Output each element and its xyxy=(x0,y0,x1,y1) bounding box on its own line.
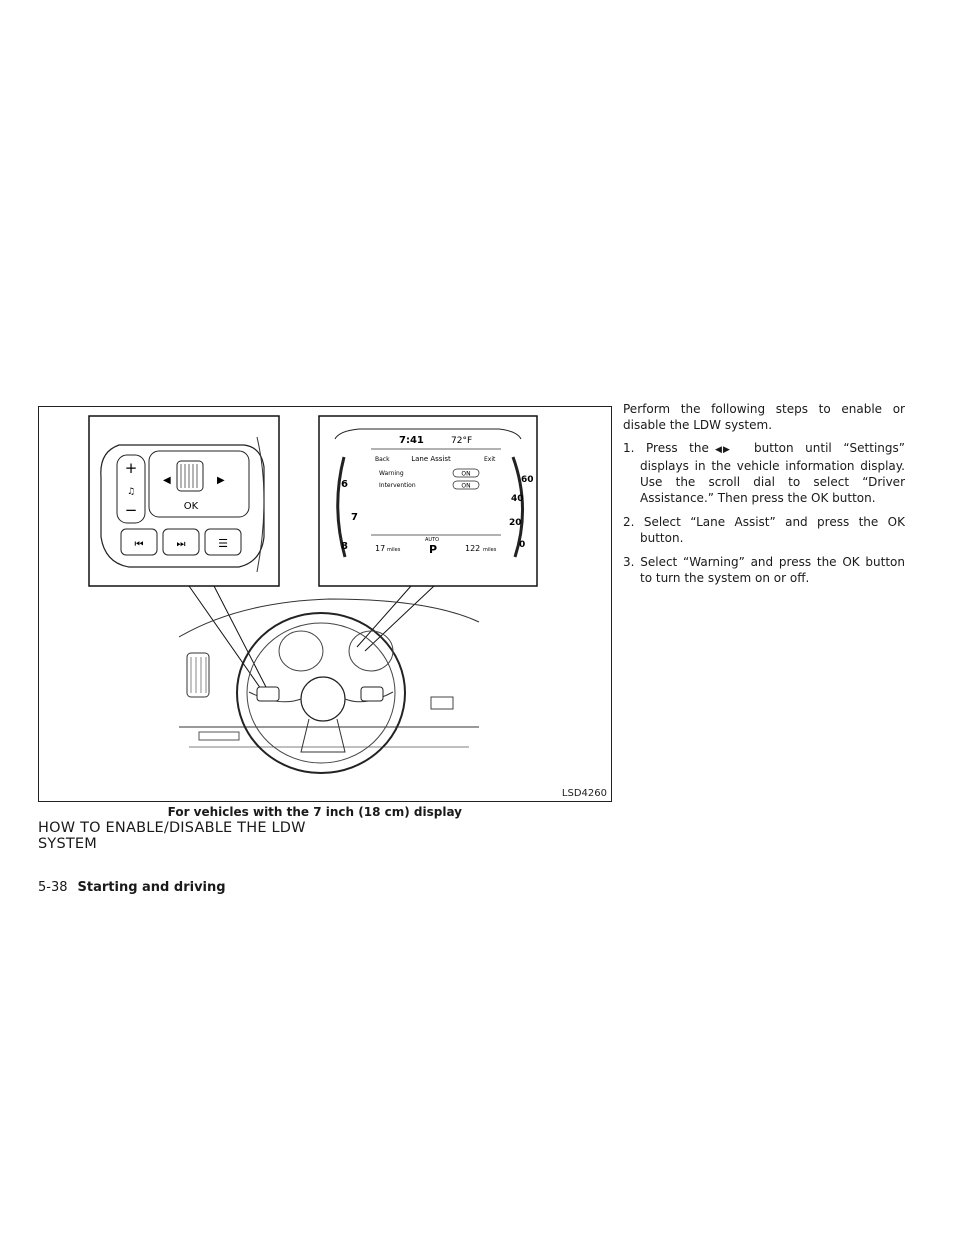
tachometer-arc xyxy=(336,456,347,558)
volume-plus-label: + xyxy=(125,459,138,477)
display-back-label: Back xyxy=(375,456,390,463)
speed-mark-0: 0 xyxy=(519,540,525,550)
switch-pointer-left xyxy=(188,585,262,690)
instructions-column: Perform the following steps to enable or… xyxy=(623,401,905,594)
tach-mark-8: 8 xyxy=(341,541,348,552)
menu-list-icon: ☰ xyxy=(218,537,228,550)
display-exit-label: Exit xyxy=(484,456,496,463)
figure-id: LSD4260 xyxy=(561,788,607,799)
menu-button xyxy=(204,528,242,556)
speed-mark-60: 60 xyxy=(521,475,534,485)
wheel-edge-line xyxy=(256,436,265,573)
step-1: 1. Press the ◀▶ button until “Settings” … xyxy=(623,440,905,506)
display-row-intervention: Intervention xyxy=(379,482,416,489)
section-title: HOW TO ENABLE/DISABLE THE LDW SYSTEM xyxy=(38,820,306,852)
air-vent-slats xyxy=(190,657,207,693)
meter-hood-line xyxy=(334,428,522,440)
range-right-value: 122 xyxy=(465,544,480,553)
intervention-toggle-state: ON xyxy=(461,483,470,490)
speedo-hood xyxy=(348,630,394,672)
steering-wheel-inner xyxy=(246,622,396,764)
right-switch-block xyxy=(360,686,384,702)
display-mode: AUTO xyxy=(425,537,439,543)
left-switch-block xyxy=(256,686,280,702)
lower-spoke xyxy=(300,718,346,753)
lower-dash-vent xyxy=(198,731,240,741)
range-left-unit: miles xyxy=(387,547,401,553)
gear-indicator: P xyxy=(429,543,437,556)
display-temp: 72°F xyxy=(451,436,472,446)
range-left-value: 17 xyxy=(375,544,385,553)
left-arrow-icon: ◀ xyxy=(163,475,171,486)
page-number: 5-38 xyxy=(38,880,68,895)
tach-mark-7: 7 xyxy=(351,512,358,523)
steering-switch-figure: + − ♫ ◀ ▶ OK ⏮ ⏭ ☰ 6 7 8 60 40 20 0 7:41… xyxy=(38,406,612,802)
center-console-element xyxy=(430,696,454,710)
chapter-title: Starting and driving xyxy=(77,880,226,895)
step-1-number: 1. xyxy=(623,441,635,455)
air-vent xyxy=(186,652,210,698)
tach-mark-6: 6 xyxy=(341,479,348,490)
prev-track-icon: ⏮ xyxy=(135,539,144,550)
switch-pointer-right xyxy=(213,585,268,690)
right-arrow-icon: ▶ xyxy=(217,475,225,486)
warning-toggle xyxy=(452,468,480,478)
next-track-icon: ⏭ xyxy=(177,539,186,550)
scroll-dial-ridges xyxy=(180,464,198,488)
step-2-number: 2. xyxy=(623,515,635,529)
dashboard-top-line xyxy=(178,598,480,638)
figure-caption: For vehicles with the 7 inch (18 cm) dis… xyxy=(167,805,462,819)
volume-rocker xyxy=(116,454,146,524)
prev-track-button xyxy=(120,528,158,556)
intro-paragraph: Perform the following steps to enable or… xyxy=(623,402,905,432)
figure-illustration: + − ♫ ◀ ▶ OK ⏮ ⏭ ☰ 6 7 8 60 40 20 0 7:41… xyxy=(88,415,538,774)
display-time: 7:41 xyxy=(399,435,424,446)
step-3-text: Select “Warning” and press the OK button… xyxy=(640,555,905,585)
speed-mark-40: 40 xyxy=(511,494,524,504)
intervention-toggle xyxy=(452,480,480,490)
step-1-text-after: button until “Settings” displays in the … xyxy=(640,441,905,505)
tach-hood xyxy=(278,630,324,672)
speedometer-arc xyxy=(511,456,525,558)
meter-pointer-right xyxy=(364,585,435,652)
volume-minus-label: − xyxy=(125,501,138,519)
range-right-unit: miles xyxy=(483,547,497,553)
display-menu-title: Lane Assist xyxy=(411,455,451,463)
speed-mark-20: 20 xyxy=(509,518,522,528)
display-row-warning: Warning xyxy=(379,470,404,477)
next-track-button xyxy=(162,528,200,556)
step-2-text: Select “Lane Assist” and press the OK bu… xyxy=(640,515,905,545)
step-3-number: 3. xyxy=(623,555,635,569)
page-footer: 5-38 Starting and driving xyxy=(38,880,226,895)
meter-inset-frame xyxy=(318,415,538,587)
meter-pointer-left xyxy=(356,585,412,648)
left-right-arrow-icon: ◀▶ xyxy=(715,445,731,455)
scroll-dial xyxy=(176,460,204,492)
steering-hub xyxy=(300,676,346,722)
step-3: 3. Select “Warning” and press the OK but… xyxy=(623,554,905,586)
warning-toggle-state: ON xyxy=(461,471,470,478)
step-1-text-before: Press the xyxy=(646,441,709,455)
steering-wheel-rim xyxy=(236,612,406,774)
speaker-icon: ♫ xyxy=(127,487,135,497)
ok-button-label: OK xyxy=(184,501,199,512)
step-2: 2. Select “Lane Assist” and press the OK… xyxy=(623,514,905,546)
